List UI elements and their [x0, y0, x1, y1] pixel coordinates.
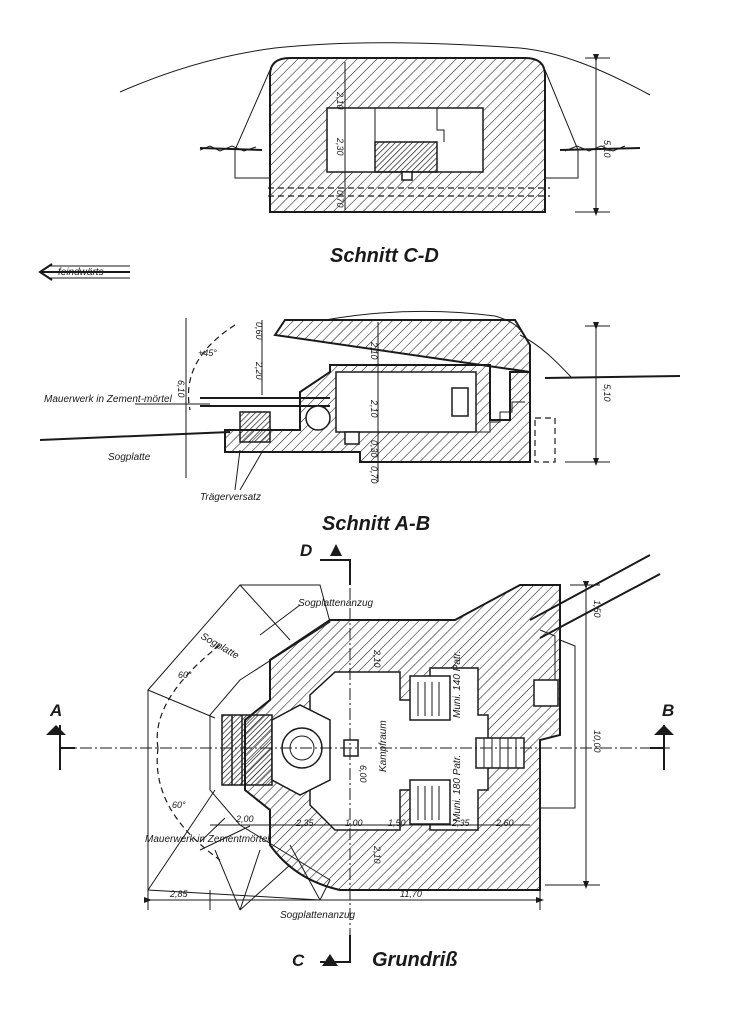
ground-line-ab	[39, 375, 681, 441]
dim-a-cd: 2,10	[335, 91, 345, 110]
dim-stub-plan: 1,50	[592, 600, 602, 618]
angle-label-ab: +45°	[198, 348, 217, 358]
ammo-label-2: Muni. 180 Patr.	[452, 755, 463, 822]
overall-dim-ab: 6,10	[176, 380, 186, 398]
height-label-ab: 5,10	[602, 384, 612, 402]
height-label-cd: 5,10	[602, 140, 612, 158]
interior-lines-cd	[374, 108, 445, 142]
marker-a-arrow	[46, 725, 66, 735]
marker-d: D	[300, 541, 312, 560]
interior-door-ab	[451, 387, 469, 417]
right-slope-ab	[519, 334, 573, 379]
corridor-walls-side	[539, 629, 576, 809]
masonry-label-plan: Mauerwerk in Zementmörtel	[145, 834, 270, 845]
masonry-leader-plan	[199, 817, 251, 851]
earth-mound-line	[119, 42, 651, 96]
dim-room: 6,00	[358, 765, 368, 783]
dim-6: 2,60	[495, 818, 514, 828]
floor-plan-title: Grundriß	[372, 949, 458, 971]
dim-a-ab: 2,20	[254, 361, 264, 380]
base-plate-bottom-label: Sogplattenanzug	[280, 910, 356, 921]
direction-label: feindwärts	[58, 267, 104, 278]
dim-total: 11,70	[400, 889, 422, 899]
gun-foot-cd	[401, 171, 413, 181]
direction-arrow	[38, 263, 130, 281]
dim-5: 2,35	[451, 818, 471, 828]
gun-mount-cd	[374, 141, 438, 173]
step-lines-plan	[483, 738, 517, 768]
ammo-room-2	[409, 779, 451, 825]
floor-plan: D 60° 60° A	[46, 541, 674, 971]
dim-3: 1,00	[345, 818, 363, 828]
girder-leader-ab	[234, 449, 263, 491]
angle-arc-ab	[187, 324, 236, 411]
base-plate-top-leader	[259, 604, 301, 636]
top-dim-ab: 0,60	[254, 322, 264, 340]
left-slope-cd	[234, 69, 271, 179]
dim-wall-bottom: 2,10	[372, 845, 382, 864]
dim-d-ab: 0,30	[369, 440, 379, 458]
marker-b-arrow	[654, 725, 674, 735]
dim-e-ab: 0,70	[369, 466, 379, 484]
marker-c: C	[292, 951, 305, 970]
dim-wall-top: 2,10	[372, 649, 382, 668]
rear-foundation-ab	[534, 417, 556, 463]
vent-box-plan	[533, 679, 559, 707]
dim-b-cd: 2,30	[335, 137, 345, 156]
section-ab-title: Schnitt A-B	[322, 513, 430, 535]
dim-c-cd: 0,70	[335, 190, 345, 208]
embrasure-slots	[231, 715, 243, 785]
angle-label-2: 60°	[172, 800, 186, 810]
gun-turret-ab	[305, 405, 331, 431]
ammo-shelves-1	[417, 682, 440, 716]
angle-arc-2	[156, 747, 221, 861]
girder-label-ab: Trägerversatz	[200, 492, 261, 503]
ground-texture-left	[199, 145, 257, 152]
right-slope-cd	[544, 69, 579, 179]
section-cd-title: Schnitt C-D	[330, 245, 439, 267]
marker-d-arrow	[330, 544, 342, 556]
direction-arrow-outline	[50, 265, 130, 279]
ammo-shelves-2	[417, 786, 440, 820]
base-plate-top-label: Sogplattenanzug	[298, 598, 374, 609]
foundation-dash-cd	[268, 187, 550, 197]
ammo-box-ab	[344, 431, 360, 445]
angle-arc-1	[156, 644, 221, 749]
base-plate-label: Sogplatte	[199, 631, 241, 662]
base-plate-label-ab: Sogplatte	[108, 452, 151, 463]
marker-b: B	[662, 701, 674, 720]
dim-height-plan: 10,00	[592, 730, 602, 753]
marker-c-line	[320, 935, 351, 963]
marker-d-line	[320, 559, 351, 585]
dim-2: 2,35	[295, 818, 315, 828]
angle-label-1: 60°	[178, 670, 192, 680]
gun-barrel-ab	[200, 397, 330, 407]
section-ab: +45° 6,10 0,60 2,20 2,10 2,10 0,30 0,70 …	[39, 310, 681, 535]
masonry-label-ab: Mauerwerk in Zement-mörtel	[44, 394, 173, 405]
dim-1: 2,00	[235, 814, 254, 824]
direction-indicator: feindwärts	[38, 263, 130, 281]
corridor-walls-upper	[529, 554, 661, 639]
ammo-room-1	[409, 675, 451, 721]
dim-4: 1,50	[388, 818, 406, 828]
section-cd: 5,10 2,10 2,30 0,70 Schnitt C-D	[119, 42, 651, 267]
entrance-steps-ab	[476, 401, 525, 433]
ground-line	[199, 147, 641, 151]
marker-a: A	[49, 701, 62, 720]
dim-b-ab: 2,10	[369, 341, 379, 360]
marker-c-arrow	[322, 954, 338, 966]
dim-left: 2,85	[169, 889, 189, 899]
base-plate-bottom-leaders	[214, 849, 291, 911]
room-label: Kampfraum	[378, 720, 389, 772]
embrasure-masonry	[221, 714, 273, 786]
embrasure-block-ab	[239, 411, 271, 443]
dim-c-ab: 2,10	[369, 399, 379, 418]
base-plate-rays	[147, 584, 321, 901]
ammo-label-1: Muni. 140 Patr.	[452, 651, 463, 718]
